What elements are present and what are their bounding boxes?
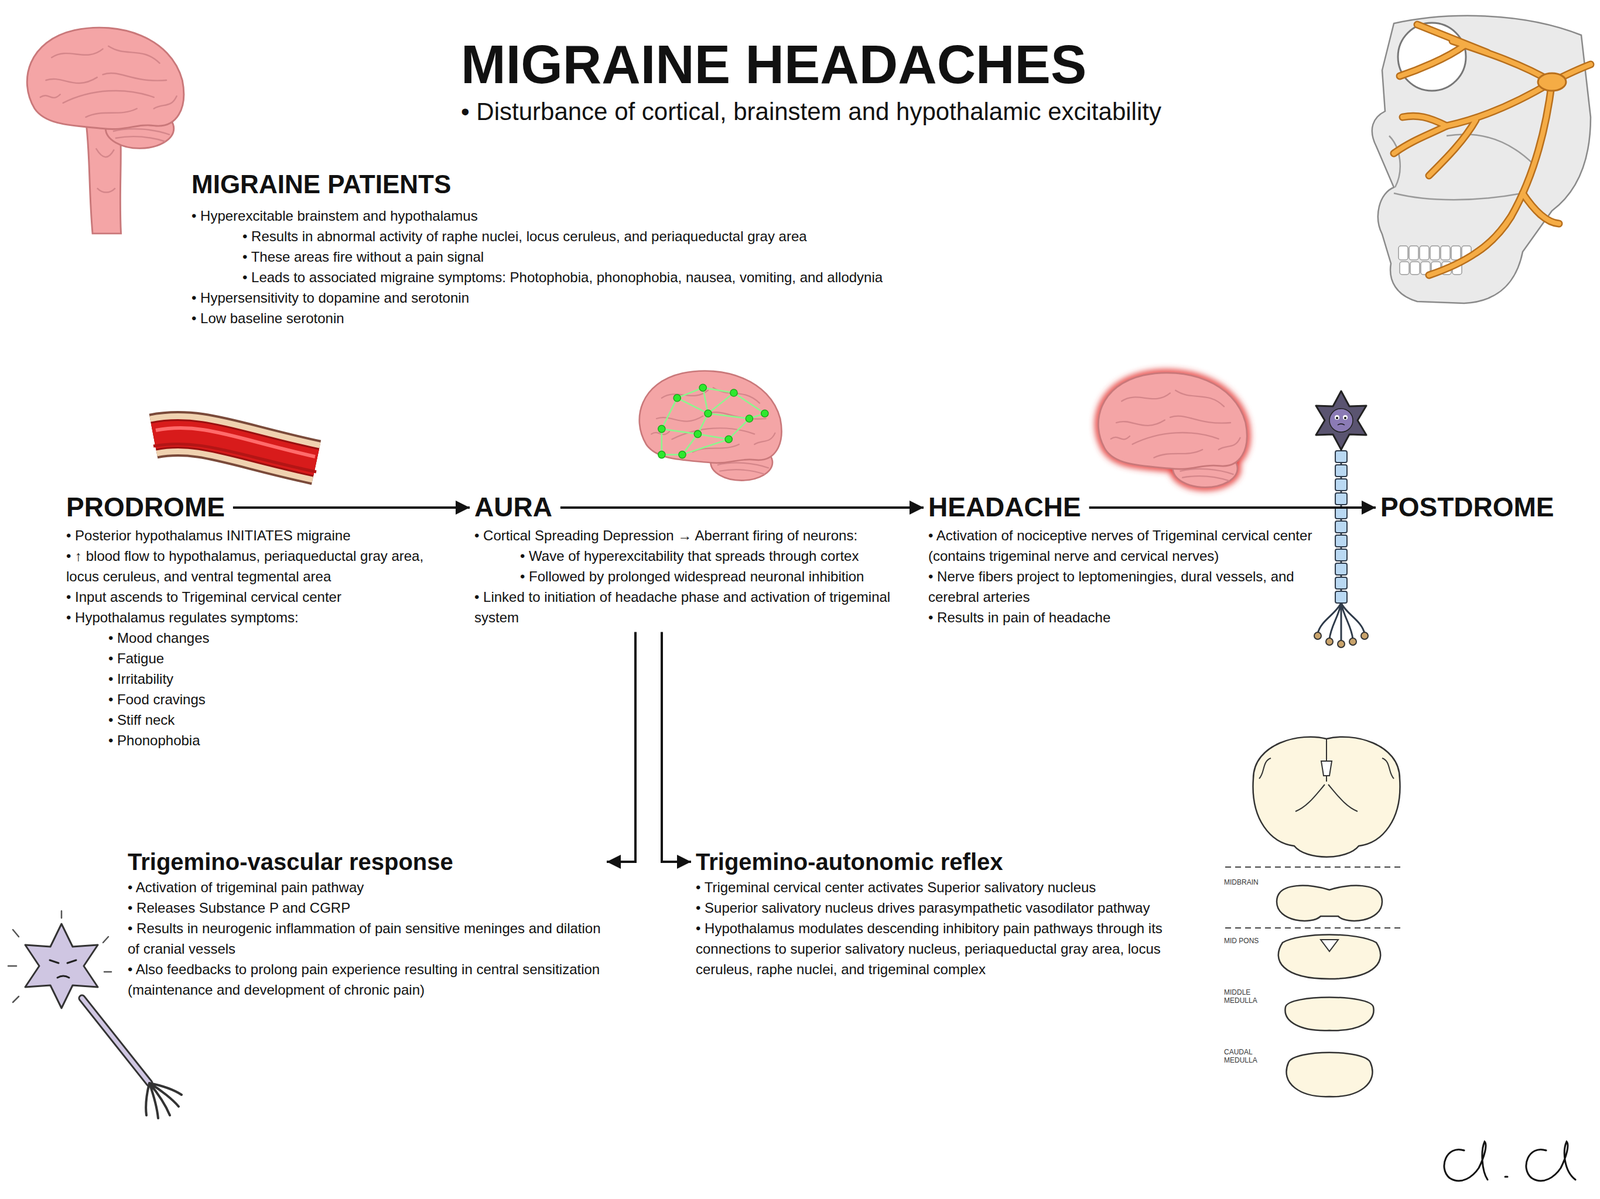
flow-arrow bbox=[661, 632, 692, 863]
stage-heading: AURA bbox=[474, 491, 553, 524]
bullet-text: • Trigeminal cervical center activates S… bbox=[695, 877, 1215, 898]
bullet-text: • Nerve fibers project to leptomeningies… bbox=[928, 566, 1315, 608]
bullet-text: • Cortical Spreading Depression → Aberra… bbox=[474, 525, 911, 546]
bullet-text: • Mood changes bbox=[66, 627, 441, 649]
stage-text-block: Trigemino-autonomic reflex• Trigeminal c… bbox=[691, 843, 1219, 985]
stage-text-block: POSTDROME bbox=[1375, 486, 1579, 529]
skull-trigeminal-illustration bbox=[1372, 15, 1591, 304]
bullet-text: • Stiff neck bbox=[66, 709, 441, 731]
bullet-text: • Superior salivatory nucleus drives par… bbox=[695, 897, 1215, 919]
stage-heading: POSTDROME bbox=[1380, 491, 1554, 524]
bullet-text: • Releases Substance P and CGRP bbox=[127, 897, 603, 919]
bullet-text: • Hypersensitivity to dopamine and serot… bbox=[191, 287, 965, 309]
aura-brain-illustration bbox=[639, 370, 782, 481]
stage-heading: HEADACHE bbox=[928, 491, 1082, 524]
section-label: CAUDAL MEDULLA bbox=[1224, 1048, 1267, 1066]
stage-heading: PRODROME bbox=[66, 491, 225, 524]
bullet-text: • Phonophobia bbox=[66, 730, 441, 751]
flow-arrow bbox=[233, 506, 470, 509]
neuron-illustration bbox=[1314, 391, 1369, 648]
headache-brain-illustration bbox=[1098, 373, 1247, 488]
bullet-text: • Results in pain of headache bbox=[928, 607, 1315, 628]
stage-text-block: PRODROME• Posterior hypothalamus INITIAT… bbox=[61, 486, 446, 755]
bullet-text: • Fatigue bbox=[66, 648, 441, 669]
bullet-text: • Wave of hyperexcitability that spreads… bbox=[474, 545, 911, 567]
stage-heading: Trigemino-autonomic reflex bbox=[695, 848, 1004, 877]
stage-text-block: Trigemino-vascular response• Activation … bbox=[122, 843, 607, 1005]
subtitle-text: • Disturbance of cortical, brainstem and… bbox=[460, 97, 1375, 127]
blood-vessel-illustration bbox=[153, 428, 317, 473]
stage-text-block: AURA• Cortical Spreading Depression → Ab… bbox=[469, 486, 916, 632]
flow-arrow bbox=[1089, 506, 1376, 509]
bullet-text: • Activation of nociceptive nerves of Tr… bbox=[928, 525, 1315, 567]
bullet-text: • Food cravings bbox=[66, 689, 441, 710]
bullet-text: • Also feedbacks to prolong pain experie… bbox=[127, 959, 603, 1001]
flow-arrow bbox=[606, 632, 636, 863]
brainstem-sections-illustration bbox=[1225, 737, 1405, 1097]
bullet-text: • Hyperexcitable brainstem and hypothala… bbox=[191, 205, 965, 227]
bullet-text: • These areas fire without a pain signal bbox=[191, 246, 965, 268]
brain-illustration bbox=[26, 27, 184, 234]
bullet-text: • Hypothalamus modulates descending inhi… bbox=[695, 918, 1215, 980]
bullet-text: • Activation of trigeminal pain pathway bbox=[127, 877, 603, 898]
stage-text-block: MIGRAINE PATIENTS • Hyperexcitable brains… bbox=[186, 164, 970, 334]
stage-heading: Trigemino-vascular response bbox=[127, 848, 454, 877]
signature bbox=[1444, 1142, 1576, 1182]
diagram-title: MIGRAINE HEADACHES bbox=[460, 35, 1340, 95]
section-label: MID PONS bbox=[1224, 937, 1267, 946]
stage-heading: MIGRAINE PATIENTS bbox=[191, 169, 451, 201]
flow-arrow bbox=[560, 506, 924, 509]
bullet-text: • Leads to associated migraine symptoms:… bbox=[191, 267, 965, 288]
bullet-text: • Results in abnormal activity of raphe … bbox=[191, 226, 965, 247]
section-label: MIDDLE MEDULLA bbox=[1224, 988, 1267, 1006]
bullet-text: • Hypothalamus regulates symptoms: bbox=[66, 607, 441, 628]
bullet-text: • ↑ blood flow to hypothalamus, periaque… bbox=[66, 545, 441, 587]
bullet-text: • Posterior hypothalamus INITIATES migra… bbox=[66, 525, 441, 546]
bullet-text: • Low baseline serotonin bbox=[191, 308, 965, 329]
bullet-text: • Linked to initiation of headache phase… bbox=[474, 586, 911, 628]
bullet-text: • Results in neurogenic inflammation of … bbox=[127, 918, 603, 960]
bullet-text: • Irritability bbox=[66, 668, 441, 690]
stage-text-block: HEADACHE• Activation of nociceptive nerv… bbox=[923, 486, 1320, 632]
bullet-text: • Followed by prolonged widespread neuro… bbox=[474, 566, 911, 587]
section-label: MIDBRAIN bbox=[1224, 878, 1267, 887]
bullet-text: • Input ascends to Trigeminal cervical c… bbox=[66, 586, 441, 608]
